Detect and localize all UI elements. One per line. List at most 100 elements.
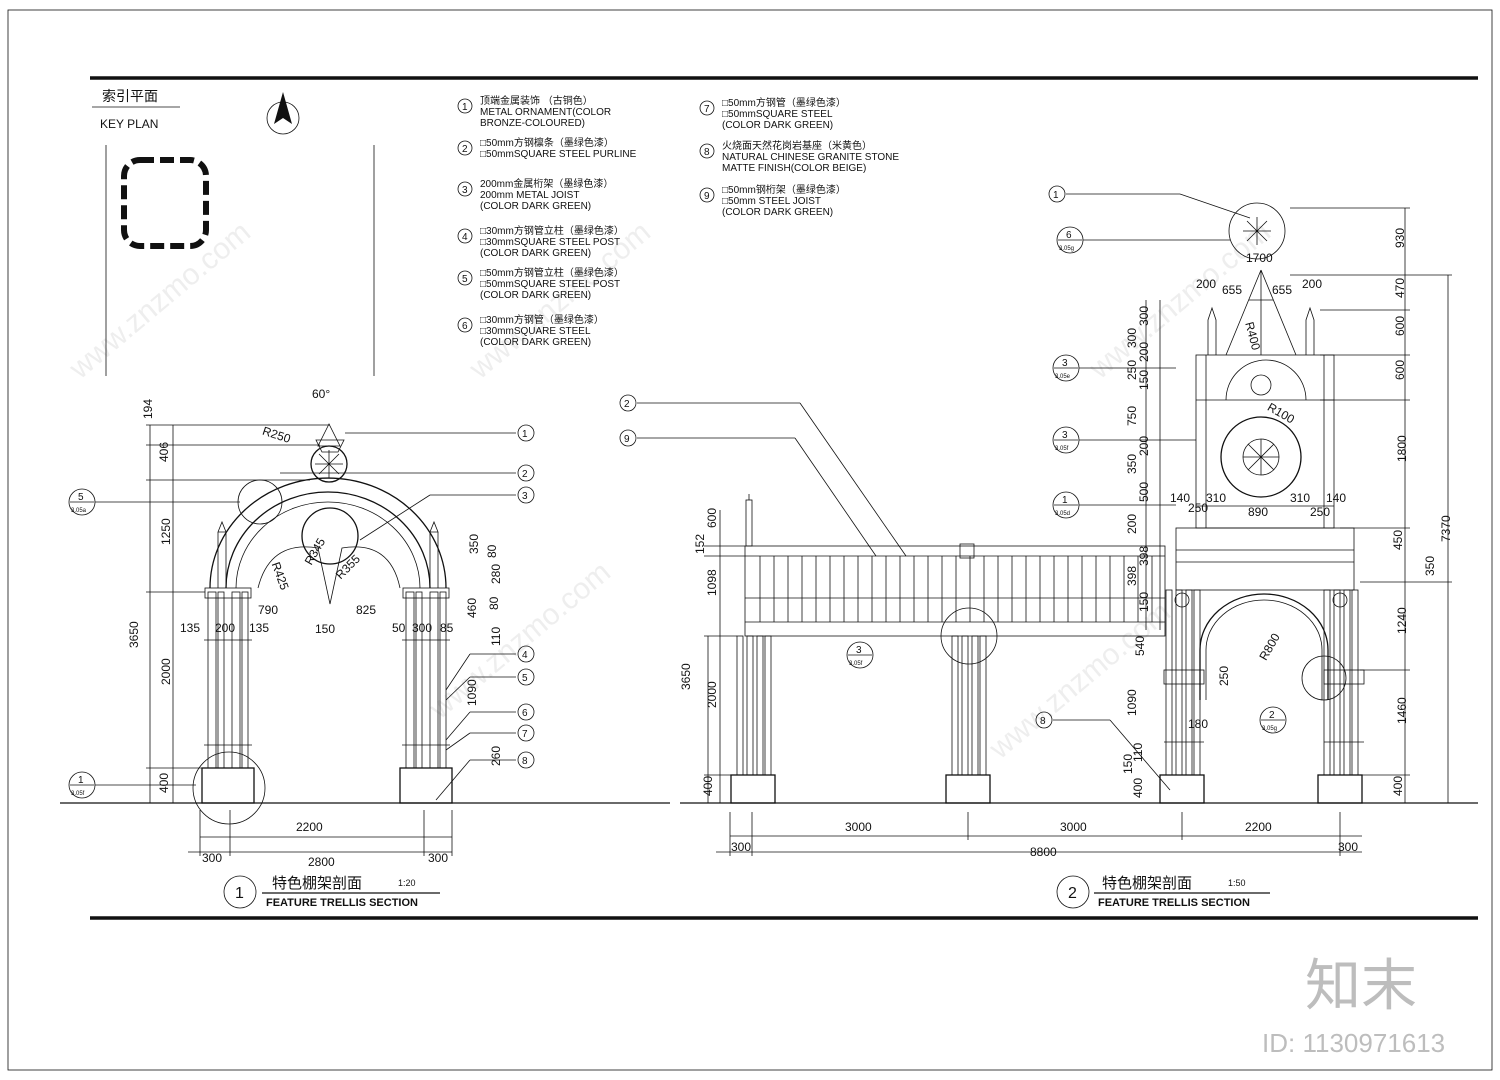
dim-150-tower-b: 150 <box>1137 592 1151 612</box>
dim-80-a: 80 <box>485 544 499 558</box>
dim-r250: R250 <box>261 424 293 446</box>
dim-300-right-s1: 300 <box>428 851 448 865</box>
dim-1090-s2: 1090 <box>1125 689 1139 716</box>
arch-outer <box>209 477 447 589</box>
detail-bubble-sheet: 3.05d <box>1055 511 1070 517</box>
dim-110-s1: 110 <box>489 627 503 646</box>
dim-890: 890 <box>1248 505 1268 519</box>
dim-655-b: 655 <box>1272 283 1292 297</box>
section-2-truss <box>744 543 1166 637</box>
tower <box>1163 202 1365 743</box>
dim-r345: R345 <box>302 535 329 567</box>
dim-250-tower: 250 <box>1125 360 1139 380</box>
dim-3650: 3650 <box>127 621 141 648</box>
legend-line: (COLOR DARK GREEN) <box>480 201 591 212</box>
key-plan-title-en: KEY PLAN <box>100 117 158 131</box>
dim-1250: 1250 <box>159 518 173 545</box>
dim-400-r: 400 <box>1391 776 1405 796</box>
dim-110-s2: 110 <box>1131 743 1145 762</box>
dim-150-tower: 150 <box>1137 370 1151 390</box>
detail-bubble-sheet: 3.05g <box>1262 726 1277 732</box>
callout-2-s1: 2 <box>522 469 528 480</box>
detail-bubble-num: 3 <box>856 645 862 656</box>
legend-item-4: 4□30mm方钢管立柱（墨绿色漆）□30mmSQUARE STEEL POST(… <box>457 224 624 259</box>
dim-400b-s2: 400 <box>1131 778 1145 798</box>
detail-bubble: 33.05e <box>1052 354 1176 382</box>
dim-655-a: 655 <box>1222 283 1242 297</box>
section-2-title-en: FEATURE TRELLIS SECTION <box>1098 897 1250 909</box>
detail-bubble-num: 6 <box>1066 230 1072 241</box>
detail-bubble-1-sheet: 3.05f <box>71 791 85 797</box>
legend-number: 7 <box>704 104 710 115</box>
legend-line: □50mm方钢管（墨绿色漆） <box>722 96 846 109</box>
detail-bubble-sheet: 3.05f <box>1055 446 1069 452</box>
dim-250-s2: 250 <box>1217 666 1231 686</box>
legend-line: □50mm方钢管立柱（墨绿色漆） <box>480 266 624 279</box>
legend-number: 8 <box>704 147 710 158</box>
legend-number: 9 <box>704 191 710 202</box>
dim-180: 180 <box>1188 717 1208 731</box>
dim-300-tower-b: 300 <box>1125 328 1139 348</box>
dim-300-left-s2: 300 <box>731 840 751 854</box>
section-1-callout-numbers: 1 2 3 4 5 6 7 8 <box>522 429 528 767</box>
legend-number: 5 <box>462 274 468 285</box>
callout-9-s2: 9 <box>624 434 630 445</box>
legend-line: □50mmSQUARE STEEL <box>722 109 833 120</box>
legend-line: MATTE FINISH(COLOR BEIGE) <box>722 163 866 174</box>
detail-bubble: 33.05f <box>846 641 874 669</box>
watermark-text-4: www.znzmo.com <box>423 555 617 726</box>
section-1-number: 1 <box>235 885 244 902</box>
section-1-scale: 1:20 <box>398 878 416 888</box>
detail-bubble-5-sheet: 3.05a <box>71 508 87 514</box>
section-2-title-cn: 特色棚架剖面 <box>1102 875 1192 892</box>
legend-line: □50mm方钢檩条（墨绿色漆） <box>480 136 614 149</box>
legend-line: □50mm钢桁架（墨绿色漆） <box>722 183 846 196</box>
dim-r800: R800 <box>1256 631 1283 663</box>
dim-1240: 1240 <box>1395 607 1409 634</box>
dim-135-b: 135 <box>249 621 269 635</box>
detail-bubble-1: 1 3.05f <box>68 771 196 799</box>
legend-line: □30mm方钢管（墨绿色漆） <box>480 313 604 326</box>
arch-inner <box>225 491 431 589</box>
section-2-scale: 1:50 <box>1228 878 1246 888</box>
dim-398-b: 398 <box>1125 566 1139 586</box>
dim-152: 152 <box>693 534 707 554</box>
legend-line: (COLOR DARK GREEN) <box>722 120 833 131</box>
section-2-dims: 3000 3000 2200 300 8800 300 600 152 1098… <box>679 228 1453 859</box>
dim-1460: 1460 <box>1395 697 1409 724</box>
dim-460: 460 <box>465 598 479 618</box>
detail-bubble: 33.05f <box>1052 426 1196 454</box>
legend-line: (COLOR DARK GREEN) <box>480 248 591 259</box>
detail-bubble-num: 1 <box>1062 495 1068 506</box>
dim-260: 260 <box>489 746 503 766</box>
detail-bubble-num: 3 <box>1062 358 1068 369</box>
arch-tracery <box>257 546 401 605</box>
dim-135-a: 135 <box>180 621 200 635</box>
drawing-id: ID: 1130971613 <box>1262 1028 1445 1058</box>
legend-line: METAL ORNAMENT(COLOR <box>480 107 611 118</box>
dim-200-top-b: 200 <box>1302 277 1322 291</box>
dim-r355: R355 <box>333 552 363 582</box>
callout-2-s2: 2 <box>624 399 630 410</box>
dim-200-tower-a: 200 <box>1137 342 1151 362</box>
detail-bubble-5: 5 3.05a <box>68 488 240 516</box>
legend-item-7: 7 □50mm方钢管（墨绿色漆）□50mmSQUARE STEEL(COLOR D… <box>699 96 846 131</box>
legend-number: 3 <box>462 185 468 196</box>
legend-line: 火烧面天然花岗岩基座（米黄色） <box>722 139 872 152</box>
legend-line: BRONZE-COLOURED) <box>480 118 585 129</box>
legend-line: □30mmSQUARE STEEL POST <box>480 237 620 248</box>
dim-470: 470 <box>1393 278 1407 298</box>
posts-right <box>402 587 450 769</box>
callout-1-s1: 1 <box>522 429 528 440</box>
dim-50: 50 <box>392 621 406 635</box>
callout-3-s1: 3 <box>522 491 528 502</box>
dim-1800: 1800 <box>1395 435 1409 462</box>
dim-750: 750 <box>1125 406 1139 426</box>
section-1-title: 1 特色棚架剖面 1:20 FEATURE TRELLIS SECTION <box>223 875 440 909</box>
dim-7370: 7370 <box>1439 515 1453 542</box>
dim-350-s1: 350 <box>467 534 481 554</box>
